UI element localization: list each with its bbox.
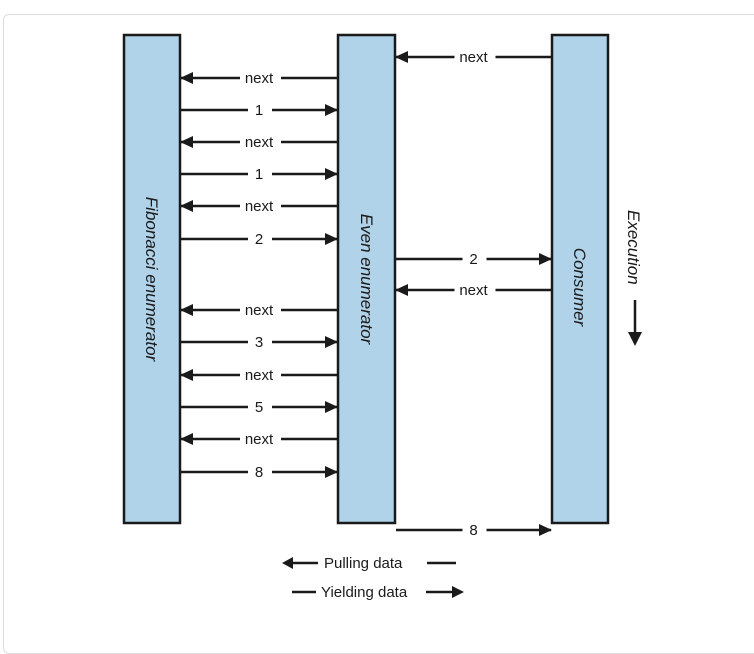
right-arrowhead-icon xyxy=(325,401,338,413)
message-arrow-pull: next xyxy=(180,198,337,215)
right-arrowhead-icon xyxy=(539,253,552,265)
message-label: next xyxy=(245,302,274,319)
execution-label: Execution xyxy=(624,210,643,285)
right-arrow-icon xyxy=(452,586,464,598)
lane-consumer: Consumer xyxy=(550,33,610,525)
left-arrowhead-icon xyxy=(395,284,408,296)
message-label: next xyxy=(245,70,274,87)
left-arrowhead-icon xyxy=(395,51,408,63)
even-enumerator-box xyxy=(336,33,397,525)
message-arrows: next 1 next 1 next 2 next 3 next 5 next 8 next 2 next 8 xyxy=(180,49,552,539)
message-arrow-pull: next xyxy=(180,367,337,384)
message-arrow-yield: 5 xyxy=(181,399,338,416)
legend-yield-label: Yielding data xyxy=(321,584,408,601)
message-label: 2 xyxy=(469,251,477,268)
message-label: 1 xyxy=(255,102,263,119)
execution-arrowhead-icon xyxy=(628,332,642,346)
consumer-label: Consumer xyxy=(570,248,589,328)
message-arrow-pull: next xyxy=(395,49,551,66)
message-arrow-pull: next xyxy=(180,70,337,87)
message-label: next xyxy=(459,282,488,299)
right-arrowhead-icon xyxy=(325,466,338,478)
message-arrow-yield: 2 xyxy=(396,251,552,268)
message-arrow-yield: 3 xyxy=(181,334,338,351)
message-label: next xyxy=(245,431,274,448)
message-arrow-pull: next xyxy=(180,431,337,448)
left-arrowhead-icon xyxy=(180,136,193,148)
message-arrow-pull: next xyxy=(395,282,551,299)
message-arrow-yield: 2 xyxy=(181,231,338,248)
left-arrowhead-icon xyxy=(180,369,193,381)
left-arrowhead-icon xyxy=(180,433,193,445)
message-label: next xyxy=(459,49,488,66)
sequence-diagram: Fibonacci enumerator Even enumerator Con… xyxy=(122,33,643,601)
right-arrowhead-icon xyxy=(325,104,338,116)
message-label: 8 xyxy=(469,522,477,539)
message-label: 5 xyxy=(255,399,263,416)
right-arrowhead-icon xyxy=(325,168,338,180)
left-arrowhead-icon xyxy=(180,304,193,316)
left-arrowhead-icon xyxy=(180,72,193,84)
lane-even: Even enumerator xyxy=(336,33,397,525)
left-arrowhead-icon xyxy=(180,200,193,212)
fibonacci-enumerator-box xyxy=(122,33,182,525)
message-label: 1 xyxy=(255,166,263,183)
message-label: 8 xyxy=(255,464,263,481)
message-arrow-yield: 1 xyxy=(181,102,338,119)
message-label: next xyxy=(245,198,274,215)
consumer-box xyxy=(550,33,610,525)
message-arrow-yield: 8 xyxy=(181,464,338,481)
right-arrowhead-icon xyxy=(325,233,338,245)
even-enumerator-label: Even enumerator xyxy=(357,214,376,346)
message-label: next xyxy=(245,134,274,151)
lane-fibonacci: Fibonacci enumerator xyxy=(122,33,182,525)
message-arrow-yield: 1 xyxy=(181,166,338,183)
message-arrow-yield: 8 xyxy=(396,522,552,539)
right-arrowhead-icon xyxy=(325,336,338,348)
fibonacci-enumerator-label: Fibonacci enumerator xyxy=(142,197,161,363)
right-arrowhead-icon xyxy=(539,524,552,536)
message-arrow-pull: next xyxy=(180,134,337,151)
message-label: next xyxy=(245,367,274,384)
legend-pull: Pulling data xyxy=(282,555,456,572)
message-label: 3 xyxy=(255,334,263,351)
legend-yield: Yielding data xyxy=(292,584,464,601)
legend-pull-label: Pulling data xyxy=(324,555,403,572)
left-arrow-icon xyxy=(282,557,293,569)
legend: Pulling data Yielding data xyxy=(282,555,464,601)
message-arrow-pull: next xyxy=(180,302,337,319)
execution-axis: Execution xyxy=(624,210,643,346)
message-label: 2 xyxy=(255,231,263,248)
